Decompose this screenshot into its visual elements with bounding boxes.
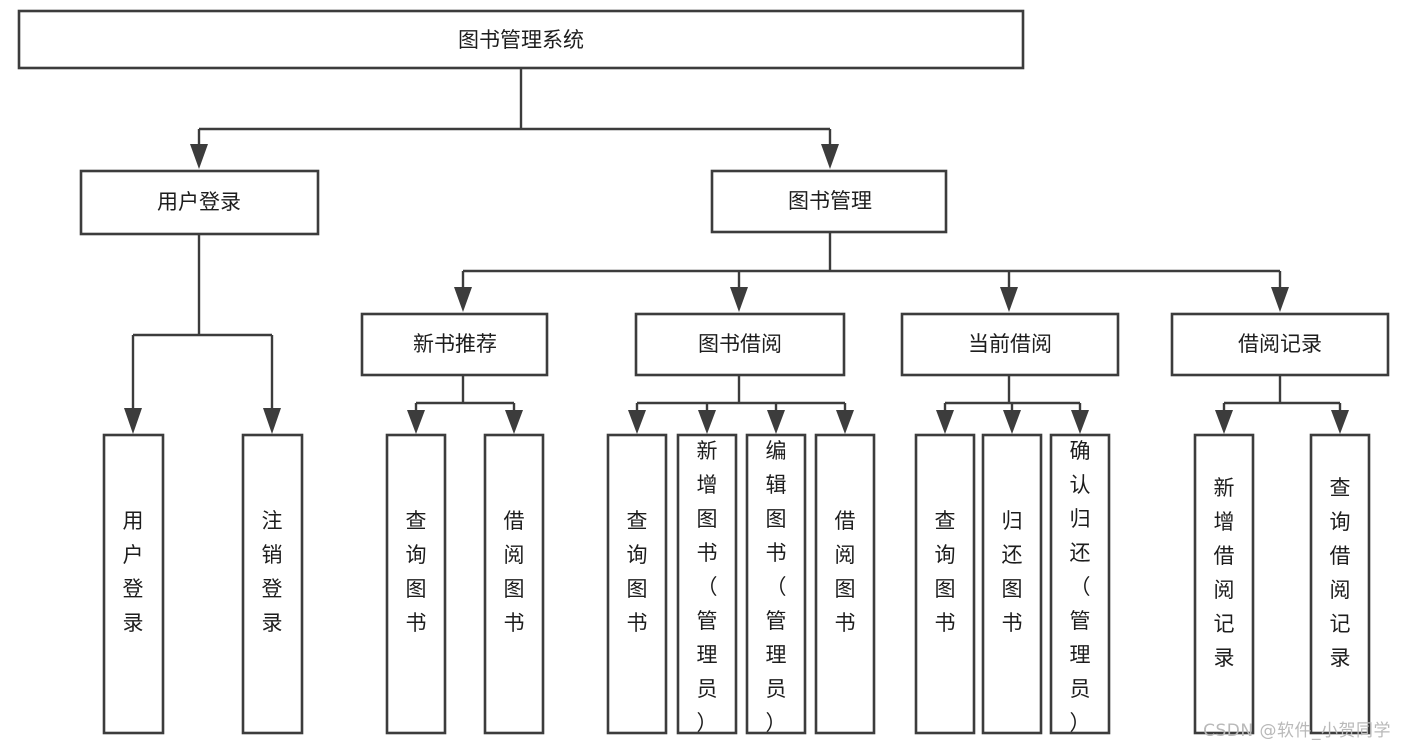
node-borrow-record-label: 借阅记录 (1238, 332, 1322, 356)
node-book-borrow-box[interactable] (634, 312, 846, 377)
arrow-head-leaf-confirm-return (1071, 410, 1089, 434)
node-leaf-query-record-box[interactable] (1309, 433, 1371, 735)
node-leaf-borrow-book-2-label: 借阅图书 (835, 509, 856, 635)
node-leaf-return-book-label: 归还图书 (1002, 509, 1023, 635)
node-leaf-confirm-return-box[interactable] (1049, 433, 1111, 735)
node-leaf-edit-book-label: 编辑图书（管理员） (766, 439, 787, 735)
node-book-manage-label: 图书管理 (788, 189, 872, 213)
node-leaf-add-book-label: 新增图书（管理员） (697, 439, 718, 735)
arrow-head-book-manage (821, 144, 839, 169)
node-root-box[interactable] (17, 9, 1025, 70)
arrow-head-new-book-rec (454, 287, 472, 312)
connector-layer (124, 69, 1349, 434)
node-leaf-borrow-book-1-box[interactable] (483, 433, 545, 735)
arrow-head-leaf-borrow-book-2 (836, 410, 854, 434)
arrow-head-current-borrow (1000, 287, 1018, 312)
node-leaf-borrow-book-2-box[interactable] (814, 433, 876, 735)
node-leaf-confirm-return[interactable]: 确认归还（管理员） (1049, 433, 1111, 735)
node-leaf-edit-book-box[interactable] (745, 433, 807, 735)
node-borrow-record[interactable]: 借阅记录 (1170, 312, 1390, 377)
node-book-manage-box[interactable] (710, 169, 948, 234)
node-leaf-query-book-1-box[interactable] (385, 433, 447, 735)
node-current-borrow[interactable]: 当前借阅 (900, 312, 1120, 377)
node-leaf-add-record[interactable]: 新增借阅记录 (1193, 433, 1255, 735)
node-current-borrow-box[interactable] (900, 312, 1120, 377)
node-leaf-user-login[interactable]: 用户登录 (102, 433, 165, 735)
node-leaf-query-book-1-label: 查询图书 (406, 509, 427, 635)
node-new-book-rec-label: 新书推荐 (413, 332, 497, 356)
arrow-head-leaf-query-book-3 (936, 410, 954, 434)
node-leaf-return-book[interactable]: 归还图书 (981, 433, 1043, 735)
node-leaf-query-record-label: 查询借阅记录 (1330, 476, 1351, 670)
node-leaf-borrow-book-1-label: 借阅图书 (504, 509, 525, 635)
node-leaf-edit-book[interactable]: 编辑图书（管理员） (745, 433, 807, 735)
node-leaf-user-login-label: 用户登录 (123, 509, 144, 635)
arrow-head-leaf-add-record (1215, 410, 1233, 434)
node-leaf-query-book-2-label: 查询图书 (627, 509, 648, 635)
node-new-book-rec-box[interactable] (360, 312, 549, 377)
node-user-login-box[interactable] (79, 169, 320, 236)
node-leaf-return-book-box[interactable] (981, 433, 1043, 735)
node-root-label: 图书管理系统 (458, 28, 584, 52)
arrow-head-leaf-edit-book (767, 410, 785, 434)
arrow-head-book-borrow (730, 287, 748, 312)
node-leaf-query-book-3-label: 查询图书 (935, 509, 956, 635)
node-leaf-query-book-3-box[interactable] (914, 433, 976, 735)
node-leaf-confirm-return-label: 确认归还（管理员） (1070, 439, 1091, 735)
node-leaf-borrow-book-2[interactable]: 借阅图书 (814, 433, 876, 735)
arrow-head-user-login (190, 144, 208, 169)
node-leaf-borrow-book-1[interactable]: 借阅图书 (483, 433, 545, 735)
node-leaf-query-record[interactable]: 查询借阅记录 (1309, 433, 1371, 735)
node-leaf-add-record-box[interactable] (1193, 433, 1255, 735)
node-book-manage[interactable]: 图书管理 (710, 169, 948, 234)
node-leaf-query-book-3[interactable]: 查询图书 (914, 433, 976, 735)
node-current-borrow-label: 当前借阅 (968, 332, 1052, 356)
arrow-head-leaf-query-book-2 (628, 410, 646, 434)
arrow-head-leaf-return-book (1003, 410, 1021, 434)
node-root[interactable]: 图书管理系统 (17, 9, 1025, 70)
node-book-borrow-label: 图书借阅 (698, 332, 782, 356)
node-borrow-record-box[interactable] (1170, 312, 1390, 377)
node-leaf-query-book-2-box[interactable] (606, 433, 668, 735)
node-leaf-query-book-2[interactable]: 查询图书 (606, 433, 668, 735)
node-leaf-add-book[interactable]: 新增图书（管理员） (676, 433, 738, 735)
node-leaf-query-book-1[interactable]: 查询图书 (385, 433, 447, 735)
node-leaf-user-logout-label: 注销登录 (262, 509, 283, 635)
arrow-head-leaf-query-book-1 (407, 410, 425, 434)
node-new-book-rec[interactable]: 新书推荐 (360, 312, 549, 377)
arrow-head-leaf-query-record (1331, 410, 1349, 434)
node-user-login-label: 用户登录 (157, 190, 241, 214)
arrow-head-leaf-user-logout (263, 408, 281, 434)
node-book-borrow[interactable]: 图书借阅 (634, 312, 846, 377)
arrow-head-leaf-borrow-book-1 (505, 410, 523, 434)
node-user-login[interactable]: 用户登录 (79, 169, 320, 236)
node-leaf-add-book-box[interactable] (676, 433, 738, 735)
node-leaf-user-login-box[interactable] (102, 433, 165, 735)
node-leaf-user-logout[interactable]: 注销登录 (241, 433, 304, 735)
node-leaf-add-record-label: 新增借阅记录 (1214, 476, 1235, 670)
node-leaf-user-logout-box[interactable] (241, 433, 304, 735)
arrow-head-leaf-add-book (698, 410, 716, 434)
arrow-head-borrow-record (1271, 287, 1289, 312)
arrow-head-leaf-user-login (124, 408, 142, 434)
